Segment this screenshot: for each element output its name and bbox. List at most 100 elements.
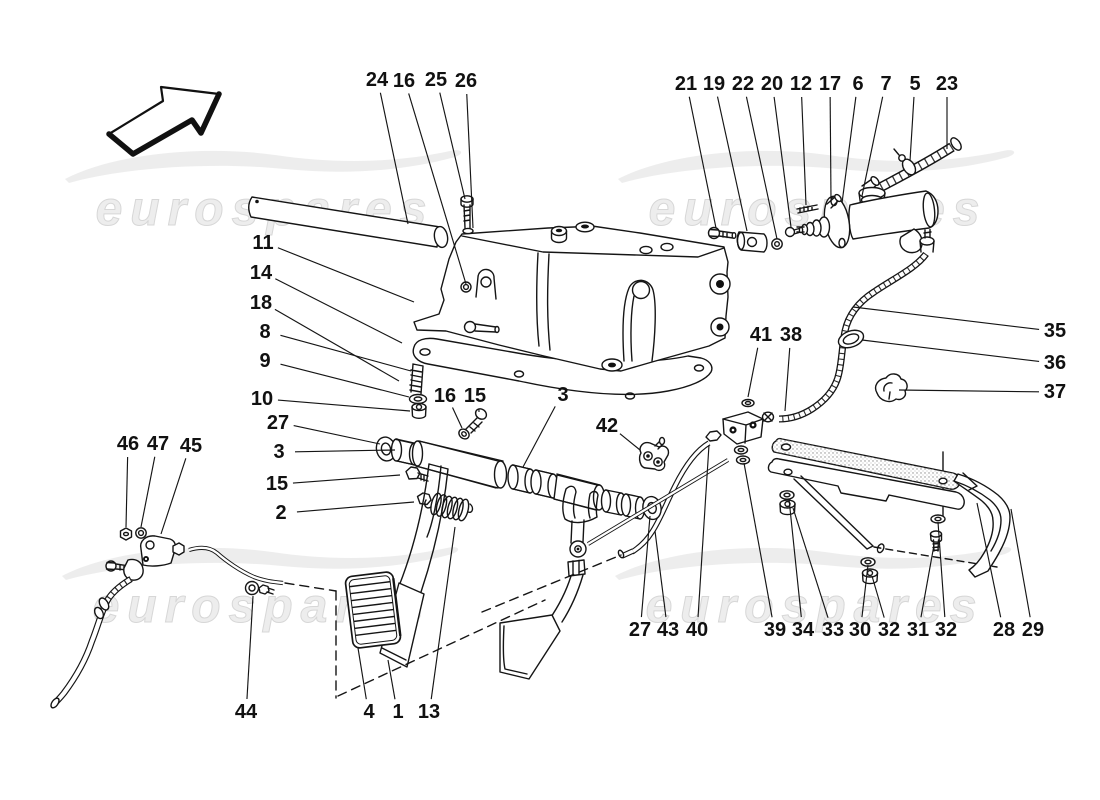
leader-line-32 [937, 521, 946, 618]
stud-washer-nut-stack [408, 363, 428, 419]
leader-line-22 [745, 96, 778, 240]
part-label-7: 7 [880, 73, 891, 95]
clutch-master-cylinder [707, 137, 962, 254]
return-spring [424, 492, 474, 522]
leader-line-9 [280, 363, 410, 398]
leader-line-5 [909, 96, 915, 162]
pipe-clip [244, 580, 260, 596]
part-label-1: 1 [392, 701, 403, 723]
part-label-5: 5 [909, 73, 920, 95]
part-label-39: 39 [764, 619, 786, 641]
leader-line-37 [898, 389, 1040, 393]
part-label-16: 16 [434, 385, 456, 407]
leader-line-21 [688, 96, 717, 229]
leader-line-38 [784, 347, 791, 412]
part-label-35: 35 [1044, 320, 1066, 342]
part-label-47: 47 [147, 433, 169, 455]
leader-line-3 [522, 406, 556, 468]
part-label-16: 16 [393, 70, 415, 92]
leader-line-13 [430, 526, 456, 700]
leader-line-27 [293, 425, 381, 445]
leader-line-4 [357, 647, 367, 700]
leader-line-46 [125, 456, 129, 528]
part-label-11: 11 [252, 232, 273, 254]
part-label-27: 27 [267, 412, 289, 434]
leader-line-34 [788, 498, 802, 618]
part-label-10: 10 [251, 388, 273, 410]
leader-line-18 [274, 308, 400, 382]
leader-line-16 [408, 93, 467, 285]
part-label-29: 29 [1022, 619, 1044, 641]
junction-block [705, 398, 775, 465]
leader-line-47 [140, 456, 156, 528]
part-label-40: 40 [686, 619, 708, 641]
leader-line-26 [466, 93, 474, 229]
part-label-37: 37 [1044, 381, 1066, 403]
part-label-23: 23 [936, 73, 958, 95]
part-label-30: 30 [849, 619, 871, 641]
hidden-outline-dashes [284, 554, 622, 699]
part-label-45: 45 [180, 435, 202, 457]
leader-line-36 [861, 339, 1040, 363]
part-label-21: 21 [675, 73, 697, 95]
leader-line-35 [852, 306, 1040, 331]
part-label-38: 38 [780, 324, 802, 346]
part-label-6: 6 [852, 73, 863, 95]
leader-line-40 [697, 444, 710, 618]
part-label-14: 14 [250, 262, 273, 284]
part-label-22: 22 [732, 73, 754, 95]
clutch-pedal [344, 463, 474, 668]
leader-line-6 [841, 96, 857, 204]
leader-line-43 [654, 530, 667, 618]
part-label-36: 36 [1044, 352, 1066, 374]
leader-line-30 [861, 564, 869, 618]
leader-line-10 [277, 399, 411, 412]
leader-line-11 [277, 247, 415, 303]
part-label-20: 20 [761, 73, 783, 95]
leader-line-3 [294, 449, 396, 453]
direction-arrow-icon [106, 85, 222, 157]
lever-clip [638, 436, 670, 472]
hydraulic-hose-assembly [50, 527, 284, 709]
pedal-support-housing [413, 195, 731, 372]
leader-line-12 [801, 96, 807, 206]
part-label-15: 15 [266, 473, 288, 495]
clutch-pipe [617, 440, 711, 559]
part-label-26: 26 [455, 70, 477, 92]
leader-line-7 [861, 96, 884, 197]
leader-line-32 [871, 575, 885, 618]
housing-gasket [412, 337, 713, 400]
leader-line-44 [246, 595, 254, 700]
line-clamp [874, 373, 908, 403]
part-label-15: 15 [464, 385, 486, 407]
leader-line-24 [379, 92, 409, 225]
leader-line-29 [1010, 508, 1031, 618]
leader-line-14 [275, 278, 403, 344]
leader-line-42 [619, 433, 641, 451]
part-label-3: 3 [557, 384, 568, 406]
part-label-12: 12 [790, 73, 812, 95]
part-label-46: 46 [117, 433, 139, 455]
part-label-27: 27 [629, 619, 651, 641]
leader-line-28 [976, 502, 1002, 618]
leader-line-8 [280, 334, 412, 372]
part-label-32: 32 [935, 619, 957, 641]
leader-line-2 [296, 501, 415, 513]
leader-line-1 [387, 659, 396, 700]
leader-line-19 [716, 96, 748, 232]
part-label-3: 3 [273, 441, 284, 463]
leader-line-33 [792, 507, 829, 618]
part-label-28: 28 [993, 619, 1015, 641]
part-label-42: 42 [596, 415, 618, 437]
part-label-2: 2 [275, 502, 286, 524]
part-label-33: 33 [822, 619, 844, 641]
part-label-25: 25 [425, 69, 447, 91]
leader-line-39 [743, 462, 773, 618]
housing-screw-washer [458, 408, 488, 440]
leader-line-25 [439, 92, 466, 200]
part-label-17: 17 [819, 73, 841, 95]
flexible-hose [778, 228, 935, 423]
